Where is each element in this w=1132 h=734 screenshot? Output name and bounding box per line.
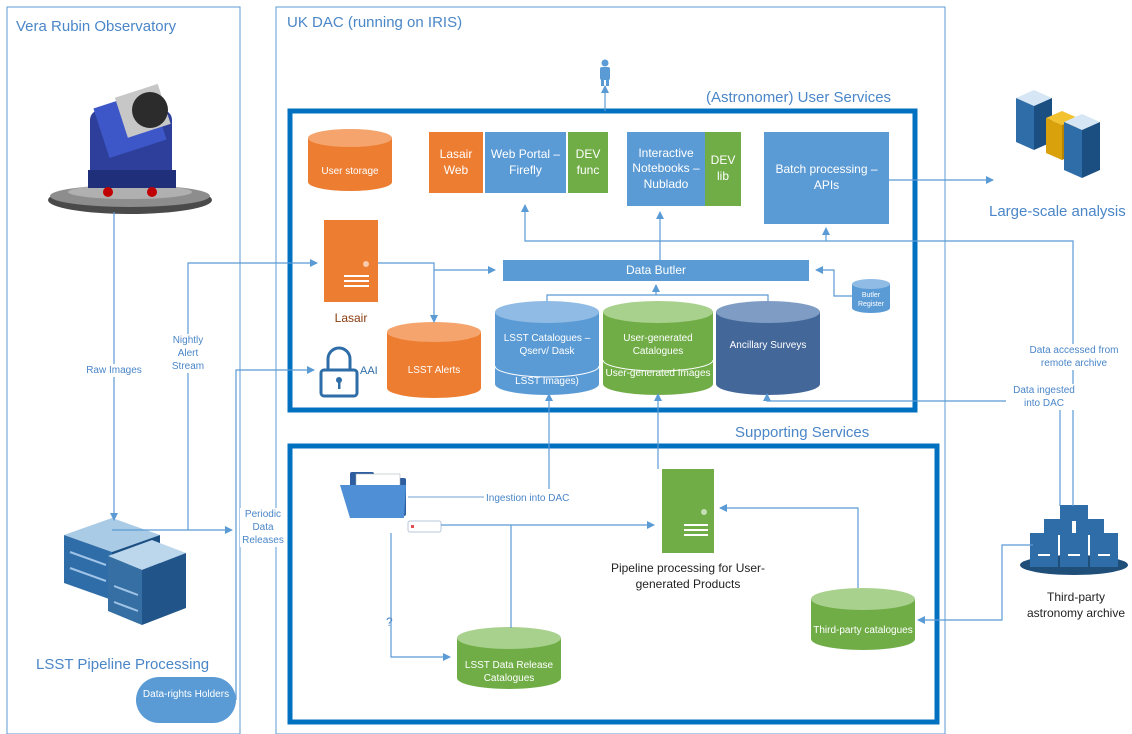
lsst-images-label: LSST Images)	[515, 376, 579, 387]
user-icon	[600, 59, 610, 86]
lsst-catalogues-label: LSST Catalogues – Qserv/ Dask	[503, 333, 591, 357]
user-generated-images-label: User-generated Images	[605, 368, 711, 379]
web-portal-box[interactable]: Web Portal – Firefly	[485, 132, 566, 193]
lock-icon	[319, 346, 359, 398]
third-party-archive-icon	[1020, 505, 1128, 575]
user-storage-cylinder	[308, 129, 392, 191]
aai-label: AAI	[360, 365, 378, 377]
raw-images-label: Raw Images	[80, 364, 148, 377]
lsst-pipeline-title: LSST Pipeline Processing	[36, 656, 210, 673]
user-services-frame	[287, 108, 918, 413]
butler-register-label: Butler Register	[857, 292, 885, 309]
dev-lib-box[interactable]: DEV lib	[705, 132, 741, 206]
pipeline-processing-label: Pipeline processing for User-generated P…	[610, 561, 766, 592]
web-portal-label: Web Portal – Firefly	[490, 146, 561, 177]
data-butler-label: Data Butler	[625, 263, 687, 277]
nightly-alert-stream-label: Nightly Alert Stream	[165, 334, 211, 373]
window-icon	[407, 520, 442, 533]
dev-func-label: DEV func	[575, 146, 601, 177]
vera-rubin-title: Vera Rubin Observatory	[16, 18, 177, 35]
lsst-alerts-cylinder	[387, 322, 481, 398]
ancillary-surveys-label: Ancillary Surveys	[729, 340, 807, 351]
user-generated-catalogues-label: User-generated Catalogues	[623, 333, 693, 357]
data-accessed-remote-label: Data accessed from remote archive	[1022, 344, 1126, 370]
lasair-web-label: Lasair Web	[439, 146, 473, 177]
user-generated-cylinder	[602, 301, 714, 395]
ancillary-surveys-cylinder	[716, 301, 820, 395]
server-stack-icon	[64, 518, 186, 625]
lasair-server-icon	[324, 220, 378, 302]
data-butler-bar	[503, 260, 809, 281]
lasair-label: Lasair	[334, 311, 368, 325]
interactive-notebooks-label: Interactive Notebooks – Nublado	[632, 145, 700, 191]
periodic-data-releases-label: Periodic Data Releases	[240, 508, 286, 547]
analysis-servers-icon	[1016, 90, 1100, 178]
lsst-catalogues-cylinder	[494, 301, 600, 395]
user-storage-label: User storage	[321, 166, 379, 177]
dev-func-box[interactable]: DEV func	[568, 132, 608, 193]
butler-register-cylinder	[852, 279, 890, 313]
supporting-services-frame	[287, 443, 940, 725]
batch-processing-box[interactable]: Batch processing – APIs	[764, 132, 889, 224]
data-ingested-dac-label: Data ingested into DAC	[1006, 384, 1082, 410]
lsst-data-release-cylinder	[457, 627, 561, 689]
question-mark-label: ?	[386, 615, 393, 629]
pipeline-server-icon	[662, 469, 714, 553]
telescope-icon	[48, 83, 212, 214]
folder-icon	[340, 472, 406, 518]
third-party-catalogues-label: Third-party catalogues	[813, 625, 913, 636]
supporting-services-title: Supporting Services	[735, 424, 870, 441]
batch-processing-label: Batch processing – APIs	[775, 162, 878, 192]
ingestion-into-dac-label: Ingestion into DAC	[486, 492, 570, 505]
third-party-archive-label: Third-party astronomy archive	[1026, 590, 1126, 621]
data-rights-holders-cylinder	[136, 677, 236, 723]
large-scale-analysis-label: Large-scale analysis	[989, 203, 1126, 220]
dev-lib-label: DEV lib	[710, 153, 736, 183]
lsst-alerts-label: LSST Alerts	[407, 365, 461, 376]
lsst-data-release-label: LSST Data Release Catalogues	[464, 660, 554, 684]
lasair-web-box[interactable]: Lasair Web	[429, 132, 483, 193]
user-services-title: (Astronomer) User Services	[706, 89, 892, 106]
interactive-notebooks-box[interactable]: Interactive Notebooks – Nublado	[627, 132, 705, 206]
data-rights-holders-label: Data-rights Holders	[142, 689, 230, 700]
third-party-catalogues-cylinder	[811, 588, 915, 650]
uk-dac-title: UK DAC (running on IRIS)	[287, 14, 463, 31]
